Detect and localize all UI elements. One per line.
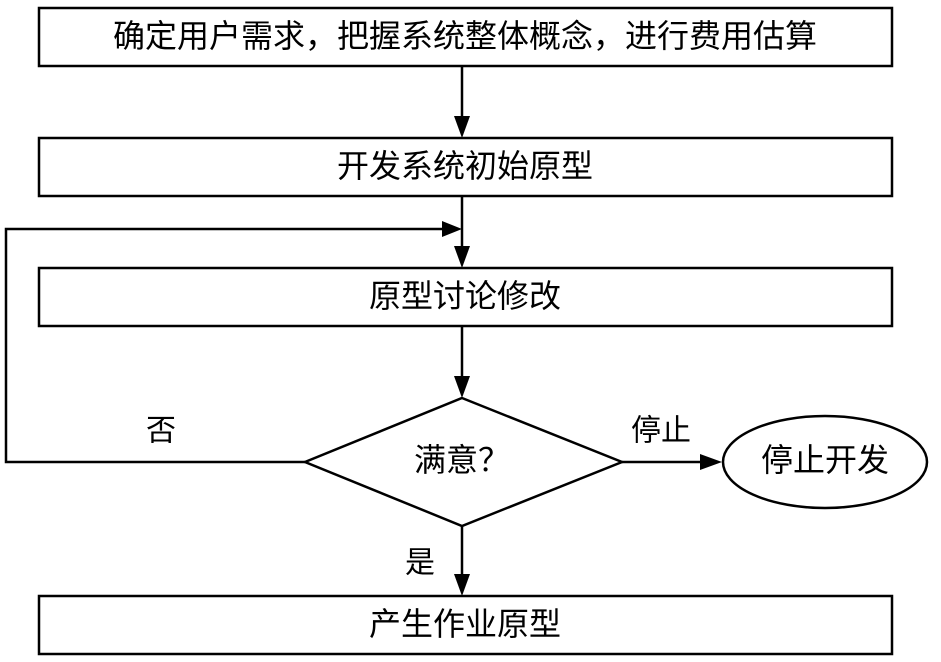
stop-development-label: 停止开发 — [761, 441, 889, 479]
edge-label-no: 否 — [146, 414, 176, 449]
edge-label-yes: 是 — [405, 546, 435, 581]
satisfied-decision-label: 满意？ — [414, 441, 510, 479]
requirements-box: 确定用户需求，把握系统整体概念，进行费用估算 — [37, 6, 894, 68]
initial-prototype-label: 开发系统初始原型 — [337, 147, 593, 185]
arrow-initial-to-discuss — [454, 196, 470, 268]
initial-prototype-box: 开发系统初始原型 — [37, 136, 894, 198]
arrow-decision-to-final — [454, 526, 470, 596]
arrow-decision-to-stop — [622, 454, 722, 470]
final-prototype-box: 产生作业原型 — [37, 594, 894, 656]
feedback-loop-no — [4, 221, 462, 464]
arrow-requirements-to-initial — [454, 66, 470, 138]
discuss-modify-label: 原型讨论修改 — [369, 277, 561, 315]
final-prototype-label: 产生作业原型 — [369, 605, 561, 643]
edge-label-stop: 停止 — [631, 414, 691, 449]
satisfied-decision-diamond: 满意？ — [301, 396, 626, 528]
requirements-label: 确定用户需求，把握系统整体概念，进行费用估算 — [113, 17, 817, 55]
arrow-discuss-to-decision — [454, 326, 470, 398]
stop-development-ellipse: 停止开发 — [721, 414, 929, 510]
discuss-modify-box: 原型讨论修改 — [37, 266, 894, 328]
